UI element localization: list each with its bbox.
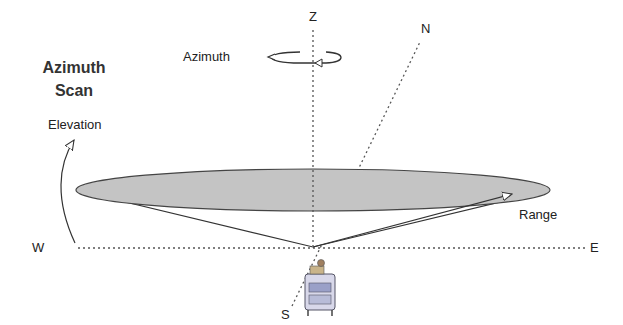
axis-label: Z bbox=[309, 10, 317, 24]
we-axis bbox=[78, 247, 585, 248]
axis-label: W bbox=[32, 241, 44, 255]
diagram-title: Azimuth Scan bbox=[34, 56, 114, 102]
axis-label: N bbox=[421, 22, 430, 36]
range-label: Range bbox=[519, 208, 557, 222]
elevation-label: Elevation bbox=[48, 118, 101, 132]
azimuth-arrowhead bbox=[268, 54, 275, 60]
axis-label: S bbox=[281, 308, 290, 322]
azimuth-arrowhead bbox=[315, 59, 322, 67]
range-arrow bbox=[313, 194, 512, 247]
elevation-arrow bbox=[61, 140, 75, 243]
azimuth-rotation bbox=[272, 52, 342, 63]
lidar-instrument bbox=[305, 260, 335, 317]
azimuth-label: Azimuth bbox=[183, 50, 230, 64]
axis-label: E bbox=[590, 241, 599, 255]
